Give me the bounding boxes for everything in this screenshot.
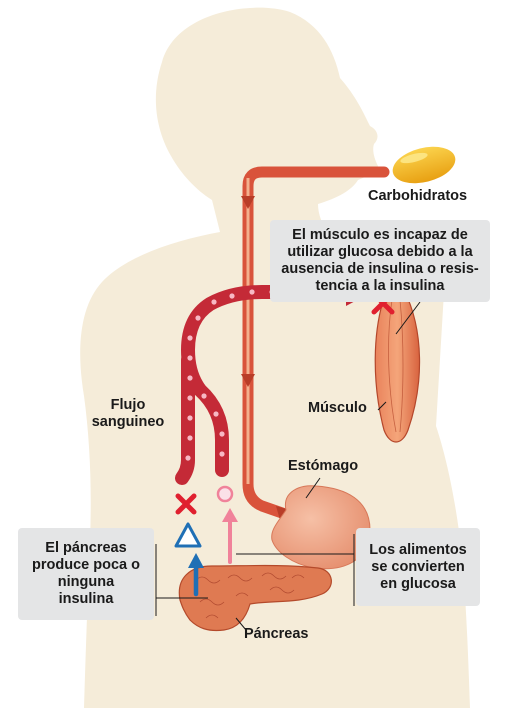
glucose-circle-icon — [218, 487, 232, 501]
callout-line: insulina — [18, 591, 154, 608]
pancreas-issue-callout: El páncreas produce poca o ninguna insul… — [18, 528, 154, 620]
callout-line: utilizar glucosa debido a la — [270, 244, 490, 261]
stomach-label: Estómago — [288, 458, 358, 475]
callout-line: Los alimentos — [356, 542, 480, 559]
food-glucose-callout: Los alimentos se convierten en glucosa — [356, 528, 480, 606]
blood-flow-line: sanguineo — [76, 414, 180, 431]
callout-line: ausencia de insulina o resis- — [270, 261, 490, 278]
pancreas-label: Páncreas — [244, 626, 309, 643]
carbs-pill-icon — [389, 141, 459, 189]
blood-flow-label: Flujo sanguineo — [76, 397, 180, 431]
muscle-issue-callout: El músculo es incapaz de utilizar glucos… — [270, 220, 490, 302]
callout-line: ninguna — [18, 574, 154, 591]
carbs-label: Carbohidratos — [368, 188, 467, 205]
callout-line: El músculo es incapaz de — [270, 227, 490, 244]
callout-line: tencia a la insulina — [270, 278, 490, 295]
callout-line: produce poca o — [18, 557, 154, 574]
callout-line: El páncreas — [18, 540, 154, 557]
blood-flow-line: Flujo — [76, 397, 180, 414]
callout-line: en glucosa — [356, 576, 480, 593]
muscle-label: Músculo — [308, 400, 367, 417]
callout-line: se convierten — [356, 559, 480, 576]
